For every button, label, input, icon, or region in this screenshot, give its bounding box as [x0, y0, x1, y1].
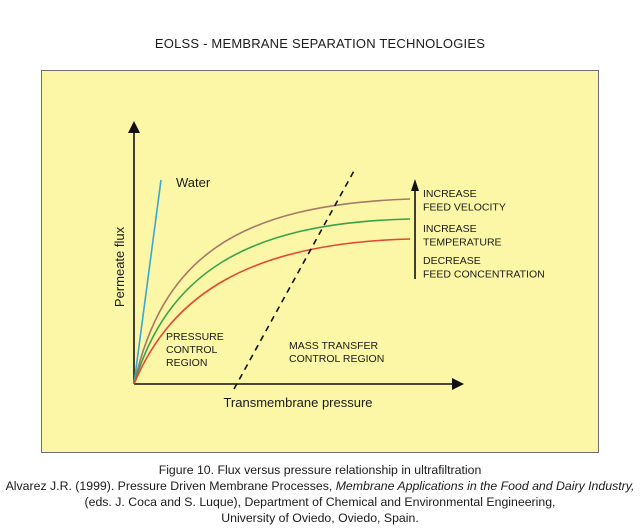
caption-ref-editors: (eds. J. Coca and S. Luque), Department … [84, 495, 556, 509]
mass-transfer-region-label: MASS TRANSFER CONTROL REGION [289, 340, 384, 365]
figure-panel: Permeate flux Transmembrane pressure Wat… [41, 70, 599, 453]
caption-ref-institution: University of Oviedo, Oviedo, Spain. [221, 511, 419, 525]
x-axis-label: Transmembrane pressure [223, 395, 372, 410]
flux-diagram: Permeate flux Transmembrane pressure Wat… [112, 121, 545, 410]
y-axis-label: Permeate flux [112, 226, 127, 307]
caption-reference: Alvarez J.R. (1999). Pressure Driven Mem… [0, 478, 640, 510]
effect-feed-velocity: INCREASE FEED VELOCITY [423, 188, 506, 214]
effect-temperature: INCREASE TEMPERATURE [423, 223, 502, 249]
caption-ref-book: Membrane Applications in the Food and Da… [335, 479, 635, 493]
caption-title: Figure 10. Flux versus pressure relation… [158, 463, 482, 477]
y-axis-arrow-icon [128, 121, 140, 133]
caption-ref-authors: Alvarez J.R. (1999). Pressure Driven Mem… [5, 479, 333, 493]
x-axis-arrow-icon [452, 378, 464, 390]
effect-feed-concentration: DECREASE FEED CONCENTRATION [423, 255, 545, 281]
figure-caption: Figure 10. Flux versus pressure relation… [0, 462, 640, 526]
water-line [133, 179, 162, 385]
effect-arrow-icon [411, 179, 419, 191]
water-label: Water [176, 175, 211, 190]
region-boundary-line [233, 168, 356, 390]
feed-velocity-curve [133, 198, 411, 385]
feed-concentration-curve [133, 238, 411, 385]
pressure-control-region-label: PRESSURE CONTROL REGION [166, 331, 227, 369]
page-header: EOLSS - MEMBRANE SEPARATION TECHNOLOGIES [154, 36, 486, 51]
temperature-curve [133, 218, 411, 385]
